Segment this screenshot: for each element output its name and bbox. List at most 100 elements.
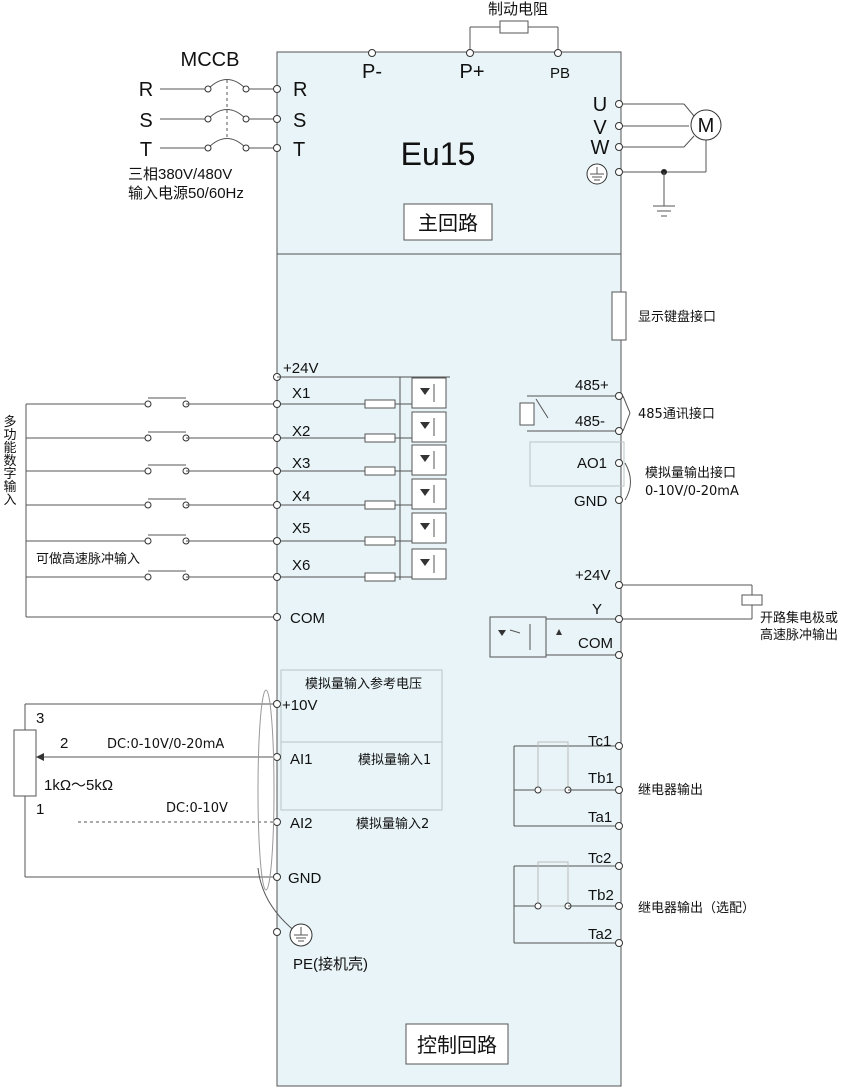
terminal-x5 <box>273 537 281 545</box>
relay1-terminal-label: Tc1 <box>588 733 611 750</box>
top-terminal-label: P+ <box>459 61 484 83</box>
control-circuit-box <box>405 1023 509 1065</box>
rs485-label: 485通讯接口 <box>638 406 715 422</box>
relay1-terminal-label: Ta1 <box>588 809 612 826</box>
terminal-10v <box>273 700 281 708</box>
terminal-v <box>615 122 623 130</box>
relay1-label: 继电器输出 <box>638 782 703 798</box>
pot-pin-label: 2 <box>60 735 68 752</box>
digital-input-label: X2 <box>292 423 310 440</box>
analog-gnd-label: GND <box>288 870 322 887</box>
output-terminal-label: W <box>591 137 610 159</box>
terminal-x2 <box>273 434 281 442</box>
terminal-x6 <box>273 573 281 581</box>
digital-input-label: X1 <box>292 385 310 402</box>
ai1-label: 模拟量输入1 <box>358 752 431 768</box>
terminal-r <box>273 85 281 93</box>
analog-output-box <box>529 441 625 487</box>
terminal-485-minus <box>615 427 623 435</box>
ref-10v-label: +10V <box>282 697 317 714</box>
terminal-tc2 <box>615 862 623 870</box>
phase-label: S <box>139 110 152 132</box>
top-terminal-label: PB <box>550 65 570 82</box>
relay2-terminal-label: Ta2 <box>588 926 612 943</box>
power-input-line2: 输入电源50/60Hz <box>128 185 244 202</box>
ao1-label: AO1 <box>577 455 607 472</box>
terminal-com <box>273 613 281 621</box>
motor-symbol <box>690 109 722 141</box>
terminal-ta1 <box>615 822 623 830</box>
digital-input-label: X5 <box>292 520 310 537</box>
digital-input-switches <box>25 397 275 618</box>
terminal-w <box>615 143 623 151</box>
analog-ref-label: 模拟量输入参考电压 <box>305 676 422 692</box>
ai2-signal-label: DC:0-10V <box>166 801 228 816</box>
keypad-connector <box>611 291 627 341</box>
terminal-pb <box>554 49 562 57</box>
output-terminal-label: V <box>593 117 607 139</box>
breaker-label: MCCB <box>181 49 240 71</box>
main-ground-icon <box>586 163 608 185</box>
terminal-analog-gnd <box>273 873 281 881</box>
relay2-label: 继电器输出（选配） <box>638 900 755 916</box>
motor-wiring <box>623 103 707 217</box>
digital-input-label: X3 <box>292 455 310 472</box>
terminal-ai1 <box>273 753 281 761</box>
main-circuit-label: 主回路 <box>418 212 478 235</box>
terminal-x4 <box>273 501 281 509</box>
pe-label: PE(接机壳) <box>293 956 368 973</box>
output-terminal-label: U <box>593 94 607 116</box>
open-collector-label1: 开路集电极或 <box>760 610 838 626</box>
terminal-t <box>273 144 281 152</box>
terminal-pe-main <box>615 168 623 176</box>
pot-range-label: 1kΩ～5kΩ <box>44 777 113 794</box>
open-collector-wiring <box>489 584 763 658</box>
control-circuit-label: 控制回路 <box>417 1034 497 1057</box>
relay2-terminal-label: Tb2 <box>588 887 614 904</box>
phase-terminal-label: R <box>293 79 307 101</box>
terminal-pe <box>273 928 281 936</box>
ai1-terminal-label: AI1 <box>290 751 313 768</box>
terminal-tc1 <box>615 742 623 750</box>
oc-com-label: COM <box>578 635 613 652</box>
ai1-signal-label: DC:0-10V/0-20mA <box>107 737 224 752</box>
oc-24v-label: +24V <box>575 567 610 584</box>
potentiometer-wiring <box>13 689 297 933</box>
pot-pin-label: 1 <box>36 801 44 818</box>
terminal-u <box>615 100 623 108</box>
analog-output-bracket <box>624 462 631 501</box>
terminal-x3 <box>273 467 281 475</box>
analog-input-box <box>280 741 443 811</box>
keypad-interface-label: 显示键盘接口 <box>638 309 716 325</box>
relay2-terminal-label: Tc2 <box>588 850 611 867</box>
terminal-x1 <box>273 400 281 408</box>
analog-out-label: 模拟量输出接口 <box>645 465 736 481</box>
digital-input-label: X6 <box>292 557 310 574</box>
terminal-ai2 <box>273 818 281 826</box>
analog-out-range: 0-10V/0-20mA <box>645 484 739 499</box>
terminal-p-plus <box>466 49 474 57</box>
terminal-p-minus <box>368 49 376 57</box>
phase-terminal-label: S <box>293 110 306 132</box>
terminal-s <box>273 115 281 123</box>
terminal-ao1 <box>615 459 623 467</box>
brake-resistor-label: 制动电阻 <box>488 1 548 18</box>
input-optocouplers <box>281 377 447 582</box>
terminal-tb1 <box>615 786 623 794</box>
terminal-oc-com <box>615 651 623 659</box>
terminal-ao-gnd <box>615 496 623 504</box>
rs485-plus-label: 485+ <box>575 377 609 394</box>
relay2-contacts <box>513 861 615 944</box>
svg-text:多功能数字输入: 多功能数字输入 <box>1 414 17 506</box>
high-speed-pulse-input-label: 可做高速脉冲输入 <box>36 551 140 567</box>
motor-label: M <box>698 115 715 137</box>
terminal-y <box>615 615 623 623</box>
rs485-termination-resistor <box>519 395 631 432</box>
top-terminal-label: P- <box>362 61 382 83</box>
rs485-minus-label: 485- <box>575 413 605 430</box>
relay1-contacts <box>513 741 615 827</box>
supply-24v-label: +24V <box>283 360 318 377</box>
multi-digital-input-label: 多功能数字输入 <box>1 414 17 506</box>
ai2-terminal-label: AI2 <box>290 815 313 832</box>
pot-pin-label: 3 <box>36 710 44 727</box>
